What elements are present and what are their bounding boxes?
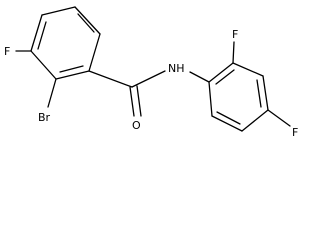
bond	[211, 115, 243, 132]
double-bond-inner	[37, 21, 47, 50]
double-bond-inner	[216, 111, 241, 125]
fluorine-para-label: F	[292, 126, 298, 139]
bond	[41, 6, 76, 16]
bond	[55, 70, 90, 80]
double-bond-inner	[215, 69, 235, 85]
fluorine-label: F	[4, 45, 10, 58]
bond	[241, 109, 269, 132]
double-bond-inner	[256, 79, 262, 108]
difluorobenzene-ring	[208, 62, 269, 132]
bond-n-aryl	[189, 71, 210, 83]
bond	[30, 14, 43, 52]
bond-c-br	[47, 78, 57, 108]
bond	[232, 62, 264, 77]
bond-c-n	[131, 70, 166, 88]
oxygen-label: O	[132, 119, 141, 132]
bromine-label: Br	[38, 111, 51, 124]
bond	[208, 81, 213, 117]
bond-c-o-double	[136, 85, 142, 117]
bond	[88, 33, 101, 72]
bond-c-o-double	[129, 86, 135, 117]
bond-c-carbonyl	[88, 70, 133, 88]
bond	[74, 6, 101, 35]
bond-c-f	[267, 109, 291, 127]
structure-diagram: F Br O NH F F	[4, 6, 298, 139]
amine-nh-label: NH	[168, 62, 185, 75]
bond	[30, 50, 57, 80]
bond	[208, 62, 234, 83]
double-bond-inner	[59, 65, 84, 73]
bromofluorobenzene-ring	[30, 6, 101, 80]
double-bond-inner	[77, 13, 95, 33]
fluorine-ortho-label: F	[232, 28, 238, 41]
bond	[262, 75, 269, 111]
bond-c-f	[232, 41, 235, 64]
